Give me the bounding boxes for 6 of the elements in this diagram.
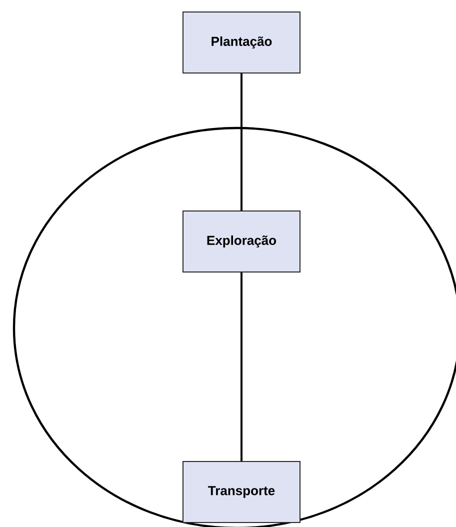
ellipse-outline bbox=[12, 126, 456, 527]
connector-line bbox=[240, 74, 242, 210]
process-box: Transporte bbox=[182, 461, 300, 523]
connector-line bbox=[240, 272, 242, 461]
process-box: Exploração bbox=[182, 210, 300, 272]
process-box: Plantação bbox=[182, 12, 300, 74]
